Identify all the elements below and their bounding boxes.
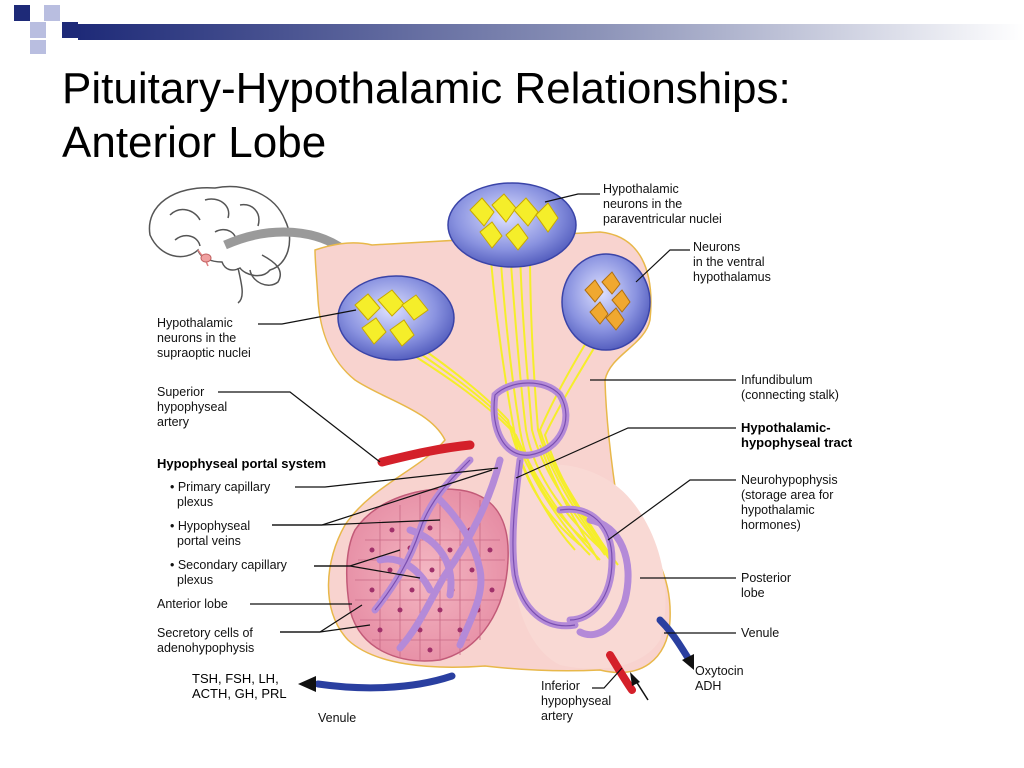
label-anterior-hormones: TSH, FSH, LH, ACTH, GH, PRL [192, 671, 287, 701]
deco-square [14, 5, 30, 21]
supraoptic-nuclei-bubble [337, 275, 455, 361]
title-line-2: Anterior Lobe [62, 118, 327, 167]
label-hypothalamic-tract: Hypothalamic- hypophyseal tract [741, 420, 853, 450]
venule-left-vessel [314, 672, 456, 692]
inferior-hypophyseal-artery [606, 651, 636, 694]
label-posterior-lobe: Posterior lobe [741, 571, 795, 600]
supraoptic-neurons-icon [354, 289, 429, 347]
deco-square [30, 22, 46, 38]
venule-right-arrowhead-icon [682, 654, 694, 670]
ventral-neurons-icon [584, 271, 631, 331]
ventral-hypothalamus-bubble [561, 253, 651, 351]
label-venule-left: Venule [318, 711, 356, 725]
label-paraventricular: Hypothalamic neurons in the paraventricu… [603, 182, 722, 226]
leader-lines [218, 193, 736, 689]
brain-pituitary-marker [200, 253, 212, 263]
label-portal-veins: • Hypophyseal portal veins [170, 519, 254, 548]
deco-square [62, 22, 78, 38]
slide-title: Pituitary-Hypothalamic Relationships: An… [62, 62, 1002, 170]
deco-square [44, 5, 60, 21]
paraventricular-nuclei-bubble [447, 182, 577, 268]
neuron-axons [394, 249, 619, 566]
label-neurohypophysis: Neurohypophysis (storage area for hypoth… [741, 473, 841, 532]
label-superior-artery: Superior hypophyseal artery [157, 385, 231, 429]
venule-left-arrowhead-icon [298, 676, 316, 692]
label-primary-plexus: • Primary capillary plexus [170, 480, 274, 509]
label-anterior-lobe: Anterior lobe [157, 597, 228, 611]
label-secondary-plexus: • Secondary capillary plexus [170, 558, 290, 587]
superior-hypophyseal-artery [377, 440, 475, 467]
label-posterior-hormones: Oxytocin ADH [695, 664, 747, 693]
label-secretory-cells: Secretory cells of adenohypophysis [157, 626, 256, 655]
brain-icon [148, 185, 291, 304]
portal-vessels-highlight [374, 382, 613, 627]
label-ventral-hypothalamus: Neurons in the ventral hypothalamus [693, 240, 771, 284]
deco-square [30, 40, 46, 54]
label-portal-system: Hypophyseal portal system [157, 456, 326, 471]
label-supraoptic: Hypothalamic neurons in the supraoptic n… [157, 316, 251, 360]
venule-right-vessel [656, 616, 692, 662]
label-infundibulum: Infundibulum (connecting stalk) [741, 373, 839, 402]
inferior-artery-arrowhead-icon [630, 672, 640, 686]
label-inferior-artery: Inferior hypophyseal artery [541, 679, 615, 723]
label-venule-right: Venule [741, 626, 779, 640]
paraventricular-neurons-icon [469, 193, 559, 251]
title-line-1: Pituitary-Hypothalamic Relationships: [62, 64, 791, 113]
header-bar [78, 24, 1024, 40]
